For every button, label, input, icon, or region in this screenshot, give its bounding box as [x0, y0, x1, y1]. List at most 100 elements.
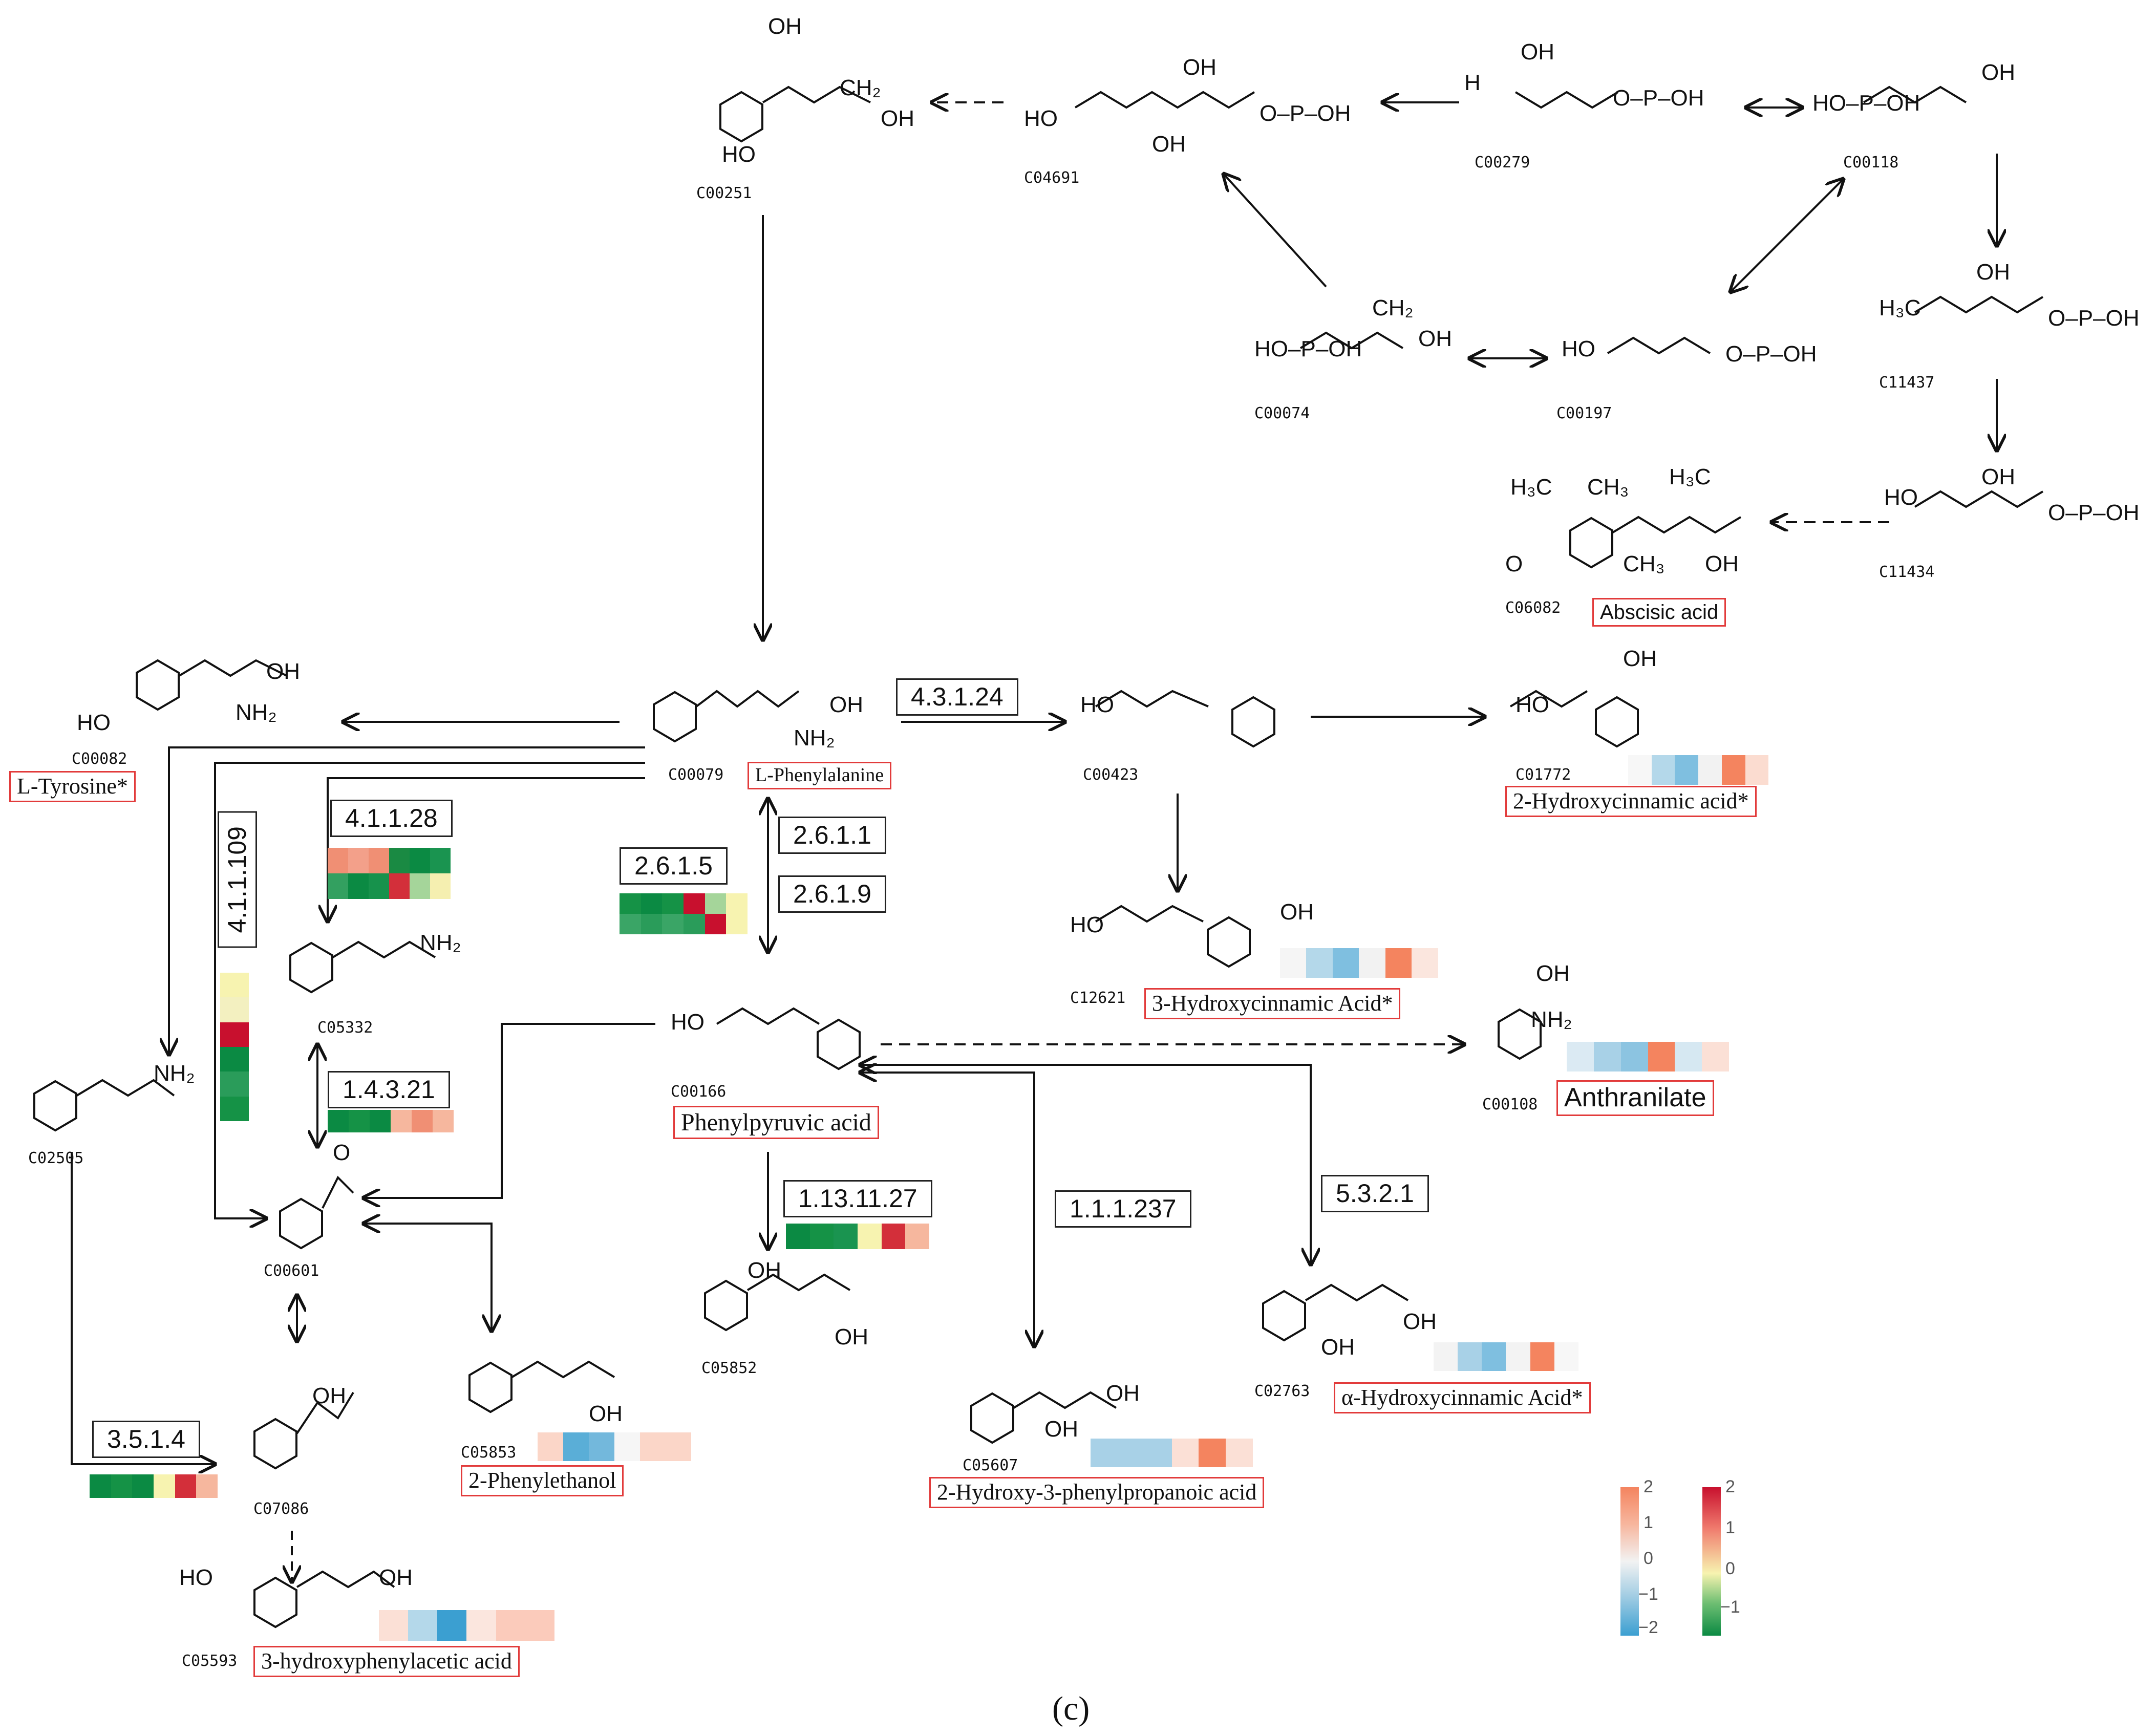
- enzyme-4-1-1-28: 4.1.1.28: [330, 800, 453, 837]
- chem-label-ch2: CH₂: [1372, 295, 1414, 320]
- chem-label-o: O: [1505, 551, 1523, 576]
- enzyme-4-1-1-109: 4.1.1.109: [218, 811, 257, 948]
- chem-label-oh: OH: [748, 1258, 781, 1283]
- enzyme-2-6-1-1: 2.6.1.1: [778, 817, 886, 854]
- chem-label-nh2: NH₂: [794, 725, 835, 751]
- enzyme-3-5-1-4: 3.5.1.4: [92, 1421, 200, 1458]
- enzyme-5-3-2-1: 5.3.2.1: [1321, 1175, 1429, 1212]
- compound-id-c00197: C00197: [1556, 404, 1612, 422]
- heatmap-c12621: [1280, 948, 1464, 978]
- chem-label-oh: OH: [1280, 899, 1314, 925]
- compound-id-c00166: C00166: [671, 1083, 727, 1101]
- chem-label-oh: OH: [829, 692, 863, 717]
- chem-label-opoh: O–P–OH: [1260, 101, 1351, 126]
- legend-metabolite-colorbar: [1620, 1487, 1639, 1636]
- compound-id-c05852: C05852: [701, 1359, 757, 1377]
- chem-label-ho: HO: [1024, 106, 1058, 131]
- chem-label-oh: OH: [266, 659, 300, 684]
- enzyme-4-3-1-24: 4.3.1.24: [896, 678, 1018, 716]
- legend-metabolite-tick: −2: [1638, 1618, 1658, 1637]
- compound-id-c00079: C00079: [668, 766, 724, 784]
- legend-gene-tick: 1: [1725, 1518, 1735, 1537]
- chem-label-ho: HO: [1070, 912, 1104, 937]
- chem-label-ch2: CH₂: [840, 75, 881, 100]
- chem-label-ho: HO: [671, 1010, 705, 1035]
- chem-label-ho: HO: [722, 142, 756, 167]
- heatmap-3-5-1-4: [90, 1474, 218, 1498]
- legend-metabolite-tick: −1: [1638, 1584, 1658, 1604]
- chem-label-oh: OH: [1044, 1417, 1078, 1442]
- chem-label-oh: OH: [1705, 551, 1739, 576]
- compound-id-c07086: C07086: [253, 1500, 309, 1518]
- chem-label-oh: OH: [1981, 464, 2015, 489]
- heatmap-c05593: [379, 1610, 584, 1641]
- legend-gene-tick: −1: [1720, 1597, 1740, 1617]
- chem-label-oh: OH: [1981, 60, 2015, 85]
- compound-id-c11437: C11437: [1879, 374, 1935, 392]
- chem-label-ho: HO: [1562, 336, 1595, 361]
- figure-caption: (c): [1052, 1690, 1090, 1727]
- chem-label-ch3: CH₃: [1587, 475, 1629, 500]
- name-2-phenylethanol: 2-Phenylethanol: [461, 1465, 624, 1496]
- chem-label-oh: OH: [1403, 1309, 1437, 1334]
- enzyme-1-1-1-237: 1.1.1.237: [1055, 1190, 1191, 1228]
- name-3-hydroxycinnamic-acid: 3-Hydroxycinnamic Acid*: [1144, 988, 1401, 1019]
- chem-label-nh2: NH₂: [1531, 1007, 1572, 1032]
- chem-label-nh2: NH₂: [154, 1061, 195, 1086]
- heatmap-c00108: [1567, 1042, 1756, 1071]
- compound-id-c00423: C00423: [1083, 766, 1139, 784]
- heatmap-1-13-11-27: [786, 1224, 929, 1249]
- compound-id-c05332: C05332: [317, 1019, 373, 1037]
- chem-label-nh2: NH₂: [420, 930, 461, 955]
- chem-label-ho: HO: [179, 1565, 213, 1590]
- compound-id-c00074: C00074: [1254, 404, 1310, 422]
- chem-label-ho: HO: [1080, 692, 1114, 717]
- heatmap-c01772: [1628, 755, 1792, 785]
- chem-label-h3c: H₃C: [1510, 475, 1552, 500]
- enzyme-2-6-1-5: 2.6.1.5: [620, 847, 728, 885]
- chem-label-oh: OH: [1521, 39, 1554, 65]
- name-anthranilate: Anthranilate: [1556, 1080, 1714, 1116]
- chem-label-ho-p-oh: HO–P–OH: [1812, 91, 1920, 116]
- compound-id-c00279: C00279: [1475, 154, 1530, 172]
- chem-label-ho-p-oh: HO–P–OH: [1254, 336, 1362, 361]
- chem-label-oh: OH: [881, 106, 914, 131]
- name-2-hydroxycinnamic-acid: 2-Hydroxycinnamic acid*: [1505, 786, 1757, 817]
- heatmap-c05853: [538, 1432, 717, 1461]
- chem-label-opoh: O–P–OH: [2048, 306, 2140, 331]
- chem-label-oh: OH: [1623, 646, 1657, 671]
- enzyme-1-13-11-27: 1.13.11.27: [783, 1180, 932, 1217]
- compound-id-c04691: C04691: [1024, 169, 1080, 187]
- compound-id-c05607: C05607: [963, 1456, 1018, 1474]
- chem-label-ho: HO: [77, 710, 111, 735]
- chem-label-oh: OH: [1152, 132, 1186, 157]
- heatmap-2-6-1-5: [620, 893, 748, 934]
- name-phenylpyruvic-acid: Phenylpyruvic acid: [673, 1106, 879, 1140]
- chem-label-oh: OH: [1976, 260, 2010, 285]
- compound-id-c00108: C00108: [1482, 1096, 1538, 1113]
- legend-metabolite-tick: 2: [1643, 1477, 1653, 1496]
- compound-id-c00251: C00251: [696, 184, 752, 202]
- legend-gene-tick: 0: [1725, 1559, 1735, 1578]
- chem-label-oh: OH: [1183, 55, 1216, 80]
- legend-gene-tick: 2: [1725, 1477, 1735, 1496]
- name-3-hydroxyphenylacetic-acid: 3-hydroxyphenylacetic acid: [253, 1646, 520, 1677]
- enzyme-2-6-1-9: 2.6.1.9: [778, 875, 886, 913]
- compound-id-c02763: C02763: [1254, 1382, 1310, 1400]
- chem-label-oh: OH: [835, 1324, 868, 1349]
- heatmap-c02763: [1434, 1342, 1603, 1371]
- chem-label-oh: OH: [1536, 961, 1570, 986]
- chem-label-nh2: NH₂: [236, 700, 277, 725]
- heatmap-4-1-1-28: [328, 848, 451, 899]
- chem-label-opoh: O–P–OH: [1613, 85, 1704, 111]
- chem-label-oh: OH: [379, 1565, 413, 1590]
- chem-label-oh: OH: [1106, 1381, 1140, 1406]
- compound-id-c05593: C05593: [182, 1652, 238, 1670]
- name-abscisic-acid: Abscisic acid: [1592, 598, 1726, 627]
- compound-id-c00082: C00082: [72, 750, 127, 768]
- chem-label-oh: OH: [1418, 326, 1452, 351]
- enzyme-1-4-3-21: 1.4.3.21: [328, 1071, 450, 1108]
- chem-label-opoh: O–P–OH: [1725, 341, 1817, 367]
- chem-label-h3c: H₃C: [1669, 464, 1711, 489]
